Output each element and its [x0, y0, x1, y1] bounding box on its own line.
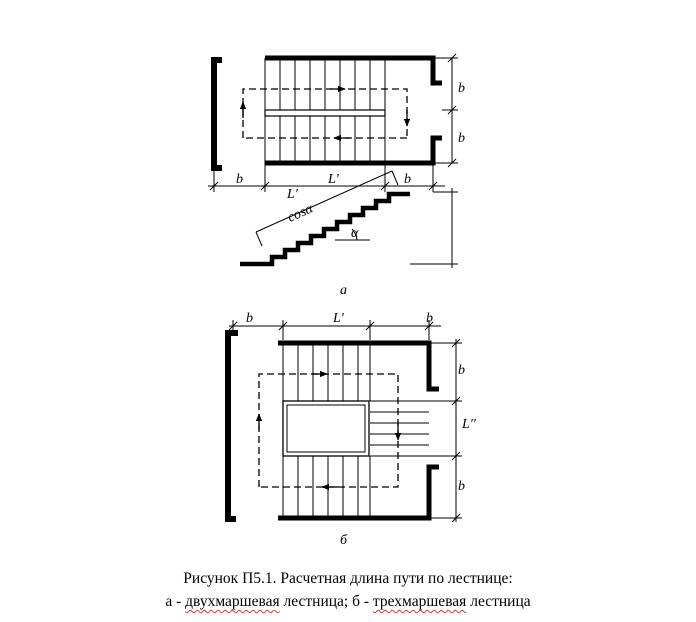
panel-a-plan	[208, 53, 458, 192]
panel-a-dim-b-bottom: b	[458, 131, 465, 146]
panel-a-label: а	[340, 283, 347, 298]
panel-a-slope-dim	[255, 170, 399, 247]
panel-b-treads-middle	[370, 400, 429, 457]
panel-b-dim-top	[228, 320, 441, 340]
caption-word-two-flight: двухмаршевая	[185, 593, 280, 610]
caption-part-end: лестница	[466, 593, 531, 610]
panel-b-stairwell	[282, 400, 370, 457]
caption-part-mid: лестница; б -	[279, 593, 373, 610]
panel-a-treads-bottom	[264, 116, 386, 163]
panel-a-section	[240, 170, 458, 268]
panel-a-slope-numerator: L'	[286, 187, 299, 202]
panel-a-treads-top	[264, 58, 386, 110]
caption-word-three-flight: трехмаршевая	[372, 593, 467, 610]
panel-b-treads-top	[282, 343, 371, 401]
panel-a-dim-l-prime: L'	[327, 172, 340, 187]
figure-caption-line-1: Рисунок П5.1. Расчетная длина пути по ле…	[183, 570, 513, 587]
panel-b-dim-b-left: b	[246, 311, 253, 326]
figure-caption-line-2: а - двухмаршевая лестница; б - трехмарше…	[0, 592, 696, 612]
panel-a-handrail	[264, 109, 386, 117]
panel-a-angle-label: α	[351, 226, 359, 241]
panel-b-dim-b-bottom: b	[458, 479, 465, 494]
panel-b-label: б	[340, 533, 348, 548]
panel-b-dim-b-right: b	[426, 311, 433, 326]
panel-a-dim-bottom	[208, 163, 445, 192]
panel-a-dim-b-top: b	[458, 81, 465, 96]
panel-a-stair-profile	[240, 191, 410, 267]
panel-a-dim-b-right: b	[404, 172, 411, 187]
panel-a-slope-denominator: cosα	[286, 201, 316, 226]
panel-b-dim-l-double: L''	[461, 417, 477, 432]
panel-b-dim-l-prime: L'	[332, 311, 345, 326]
panel-a-dim-b-left: b	[236, 172, 243, 187]
panel-b-dim-right	[429, 338, 462, 523]
stair-figure: b b b L' b L' cosα α а	[208, 53, 477, 548]
panel-b-dim-b-top: b	[458, 363, 465, 378]
panel-b-travel-path	[258, 373, 399, 488]
panel-a-dim-right	[433, 53, 458, 168]
caption-part-a: а -	[165, 593, 186, 610]
panel-b-plan	[225, 320, 462, 523]
